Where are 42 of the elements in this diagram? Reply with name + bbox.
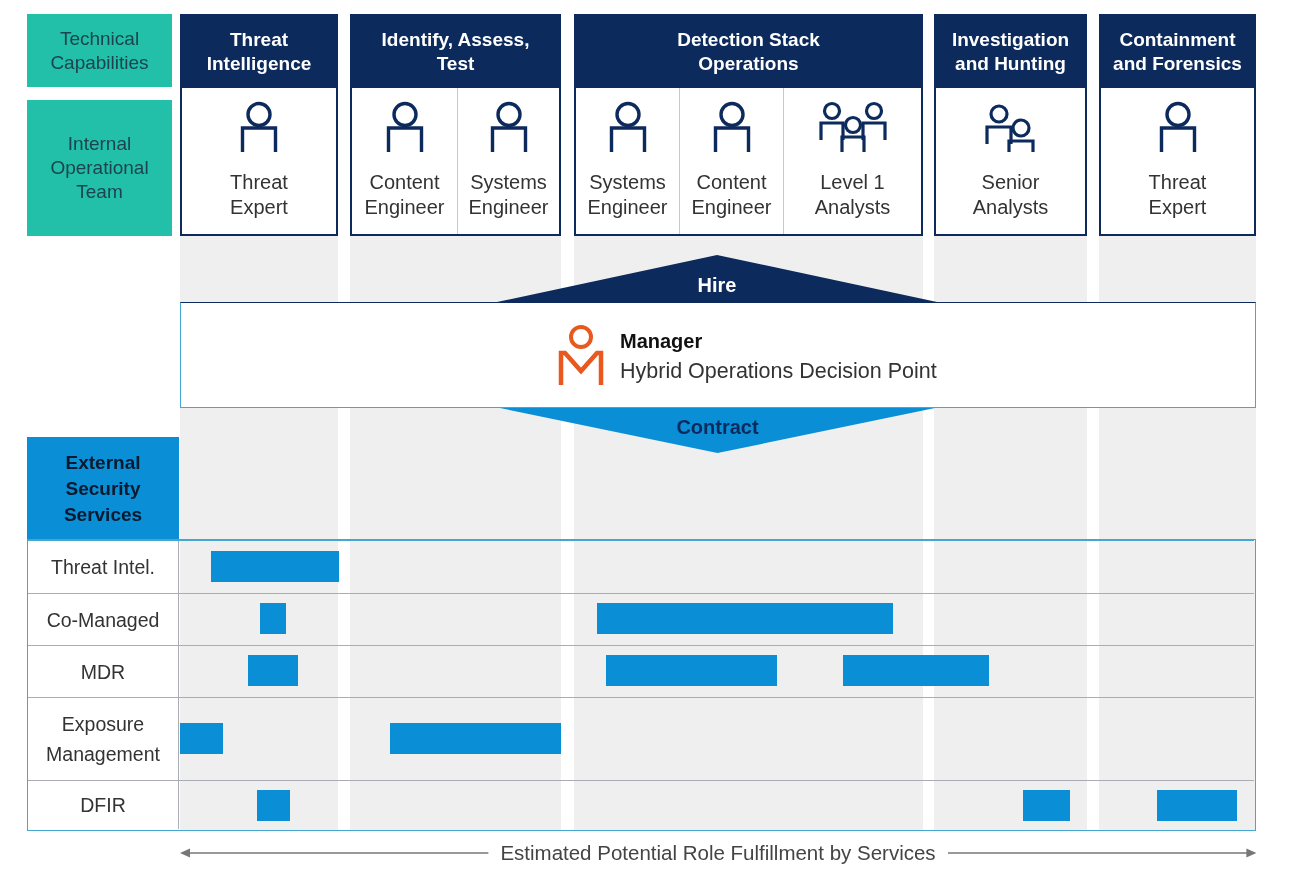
coverage-bar <box>179 722 223 754</box>
section-header: Technical Capabilities <box>27 14 172 87</box>
service-row <box>28 697 1254 780</box>
capability-heading: Identify, Assess, Test <box>352 16 559 88</box>
role-label: Threat Expert <box>1147 170 1208 220</box>
role-label: Systems Engineer <box>467 170 550 220</box>
capability-column <box>574 14 923 236</box>
manager-title: Manager <box>620 329 703 353</box>
manager-subtitle: Hybrid Operations Decision Point <box>620 359 937 383</box>
capability-column <box>934 14 1087 236</box>
role-label: Level 1 Analysts <box>813 170 892 220</box>
coverage-bar <box>596 602 893 634</box>
role-label: Systems Engineer <box>586 170 669 220</box>
capability-heading: Threat Intelligence <box>182 16 336 88</box>
hire-triangle <box>497 255 937 302</box>
service-row <box>28 540 1254 593</box>
service-row <box>28 780 1254 829</box>
role-label: Senior Analysts <box>971 170 1050 220</box>
role-label: Threat Expert <box>229 170 289 220</box>
capability-heading: Containment and Forensics <box>1101 16 1254 88</box>
coverage-bar <box>210 550 339 582</box>
capability-column <box>350 14 561 236</box>
capability-heading: Investigation and Hunting <box>936 16 1085 88</box>
service-row <box>28 593 1254 645</box>
coverage-bar <box>842 654 989 686</box>
coverage-bar <box>389 722 561 754</box>
banner-label: Hire <box>697 273 737 297</box>
capability-column <box>1099 14 1256 236</box>
axis-caption: Estimated Potential Role Fulfillment by Services <box>500 840 936 866</box>
role-label: Content Engineer <box>690 170 773 220</box>
coverage-bar <box>605 654 777 686</box>
services-header: External Security Services <box>27 437 179 540</box>
capability-heading: Detection Stack Operations <box>576 16 921 88</box>
decision-panel <box>180 302 1256 408</box>
capability-column <box>180 14 338 236</box>
banner-label: Contract <box>676 415 759 439</box>
role-label: Content Engineer <box>363 170 446 220</box>
coverage-bar <box>247 654 298 686</box>
section-header: Internal Operational Team <box>27 100 172 236</box>
contract-triangle <box>500 408 935 453</box>
service-row <box>28 645 1254 697</box>
coverage-bar <box>1156 789 1237 821</box>
